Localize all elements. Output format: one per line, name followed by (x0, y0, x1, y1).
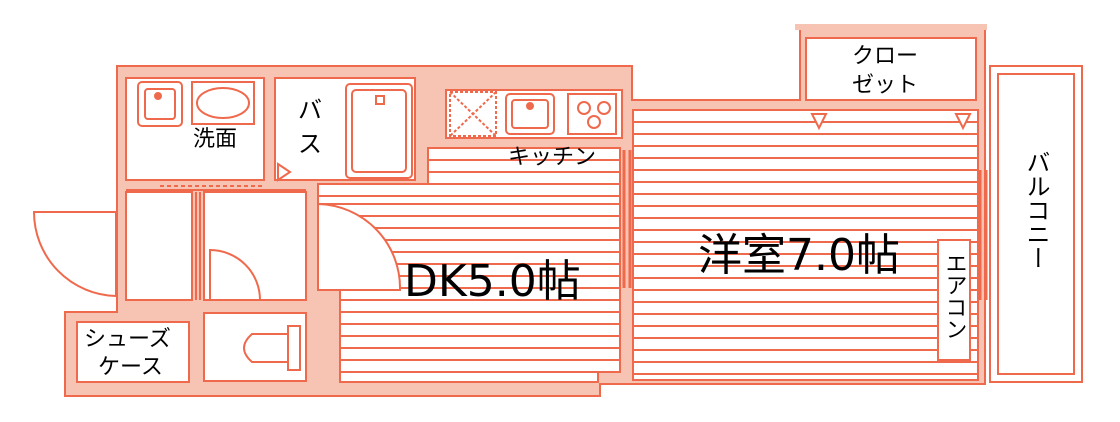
bath-label-char2: ス (298, 130, 322, 158)
shoe-case-label-line1: シューズ (84, 327, 171, 352)
closet-area (805, 37, 977, 101)
closet-label-line1: クロー (852, 44, 918, 69)
dk-label: DK5.0帖 (404, 256, 581, 307)
bath-label-char1: バ (298, 96, 322, 124)
closet-marker-left-icon (810, 113, 828, 131)
toilet-icon (243, 333, 289, 363)
dk-door (317, 202, 402, 291)
hall-door (209, 248, 262, 301)
washroom-label: 洗面 (193, 127, 237, 152)
fixtures (137, 81, 972, 371)
closet-marker-right-icon (954, 113, 972, 131)
aircon-unit (937, 239, 971, 361)
labels: 洗面 バ ス キッチン DK5.0帖 洋室7.0帖 クロー ゼット シューズ ケ… (84, 44, 1050, 380)
closet-label-line2: ゼット (852, 73, 918, 98)
western-room-label: 洋室7.0帖 (698, 230, 900, 281)
kitchen-label: キッチン (508, 145, 596, 170)
shoe-case-area (76, 321, 190, 383)
western-room-area (632, 109, 979, 381)
shoe-case-label-line2: ケース (98, 355, 163, 380)
entrance-door (32, 211, 117, 298)
doors (32, 150, 988, 301)
aircon-label: エアコン (942, 252, 967, 340)
balcony-label: バルコニー (1022, 150, 1050, 270)
entrance-area (125, 191, 193, 301)
bath-door-arrow-icon (277, 162, 292, 182)
toilet-tank-icon (287, 325, 301, 371)
balcony-area (989, 65, 1083, 383)
flooring-lines (318, 121, 978, 375)
